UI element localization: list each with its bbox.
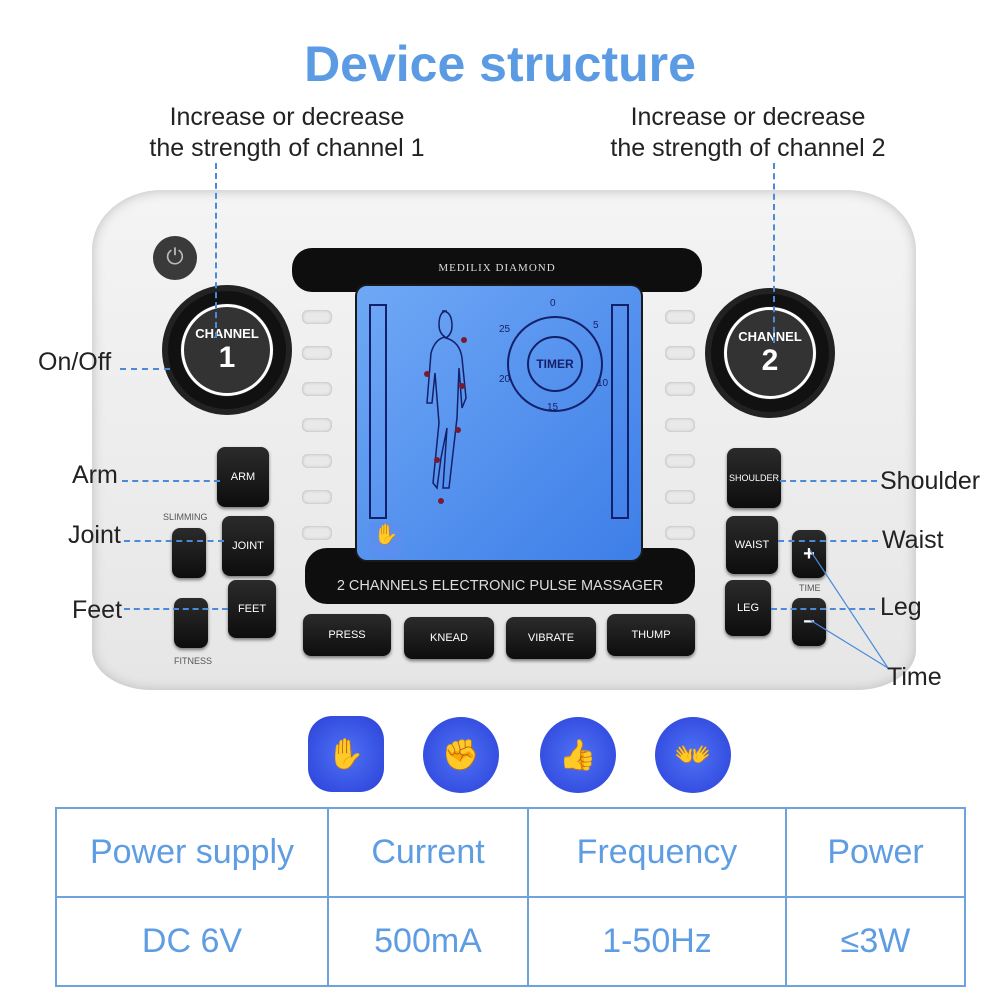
lcd-screen: TIMER 0 5 10 15 20 25 ✋ [355, 284, 643, 562]
press-icon: ✋ [308, 716, 384, 792]
callout-line [773, 163, 775, 343]
channel1-callout: Increase or decrease the strength of cha… [127, 102, 447, 164]
time-plus-button[interactable]: + [792, 530, 826, 578]
channel2-callout: Increase or decrease the strength of cha… [588, 102, 908, 164]
joint-label: Joint [68, 521, 121, 549]
callout-line: the strength of channel 2 [610, 134, 886, 162]
table-header: Power [785, 807, 966, 898]
waist-button[interactable]: WAIST [726, 516, 778, 574]
power-button[interactable]: ⏻ [153, 236, 197, 280]
callout-line: Increase or decrease [630, 103, 866, 131]
vibrate-icon: 👍 [540, 717, 616, 793]
knob-label: CHANNEL [195, 325, 259, 341]
table-cell: DC 6V [55, 896, 329, 987]
fitness-label: FITNESS [174, 656, 213, 666]
page-title: Device structure [304, 36, 696, 92]
channel2-bar [611, 304, 629, 519]
table-header: Power supply [55, 807, 329, 898]
table-header: Current [327, 807, 529, 898]
table-row: Power supply Current Frequency Power [55, 807, 966, 898]
knob-number: 2 [761, 343, 779, 377]
slimming-button[interactable] [172, 528, 206, 578]
knead-button[interactable]: KNEAD [404, 617, 494, 659]
time-callout-label: Time [887, 663, 942, 691]
timer-tick: 0 [550, 298, 556, 309]
callout-line [780, 480, 877, 482]
time-minus-button[interactable]: − [792, 598, 826, 646]
callout-line: the strength of channel 1 [149, 134, 425, 162]
specs-table: Power supply Current Frequency Power DC … [55, 807, 966, 987]
press-button[interactable]: PRESS [303, 614, 391, 656]
callout-line [778, 540, 878, 542]
feet-label: Feet [72, 596, 123, 624]
table-cell: 500mA [327, 896, 529, 987]
slimming-label: SLIMMING [163, 512, 208, 522]
table-cell: ≤3W [785, 896, 966, 987]
leg-label: Leg [880, 593, 922, 621]
callout-line [120, 368, 170, 370]
callout-line [124, 540, 224, 542]
callout-line [215, 163, 217, 338]
knob-number: 1 [218, 340, 236, 374]
waist-label: Waist [882, 526, 944, 554]
timer-tick: 15 [547, 402, 559, 413]
callout-line [771, 608, 875, 610]
table-cell: 1-50Hz [527, 896, 787, 987]
timer-label: TIMER [527, 336, 583, 392]
callout-line: Increase or decrease [169, 103, 405, 131]
body-figure-icon [424, 310, 467, 504]
timer-tick: 20 [499, 374, 511, 385]
joint-button[interactable]: JOINT [222, 516, 274, 576]
arm-label: Arm [72, 461, 118, 489]
table-header: Frequency [527, 807, 787, 898]
knead-icon: ✊ [423, 717, 499, 793]
on-off-label: On/Off [38, 348, 112, 376]
knob-label: CHANNEL [738, 328, 802, 344]
channel1-bar [369, 304, 387, 519]
timer-tick: 25 [499, 324, 511, 335]
arm-button[interactable]: ARM [217, 447, 269, 507]
table-row: DC 6V 500mA 1-50Hz ≤3W [55, 896, 966, 987]
leg-button[interactable]: LEG [725, 580, 771, 636]
timer-dial [507, 316, 603, 412]
press-mode-icon: ✋ [369, 522, 403, 556]
thump-button[interactable]: THUMP [607, 614, 695, 656]
callout-line [124, 608, 228, 610]
feet-button[interactable]: FEET [228, 580, 276, 638]
callout-line [122, 480, 220, 482]
model-name: 2 CHANNELS ELECTRONIC PULSE MASSAGER [336, 578, 664, 594]
time-label: TIME [799, 583, 821, 593]
time-callout-lines [809, 549, 889, 669]
power-icon: ⏻ [166, 244, 184, 269]
timer-tick: 5 [593, 320, 599, 331]
shoulder-button[interactable]: SHOULDER [727, 448, 781, 508]
shoulder-label: Shoulder [880, 467, 981, 495]
thump-icon: 👐 [655, 717, 731, 793]
timer-tick: 10 [597, 378, 609, 389]
vibrate-button[interactable]: VIBRATE [506, 617, 596, 659]
fitness-button[interactable] [174, 598, 208, 648]
